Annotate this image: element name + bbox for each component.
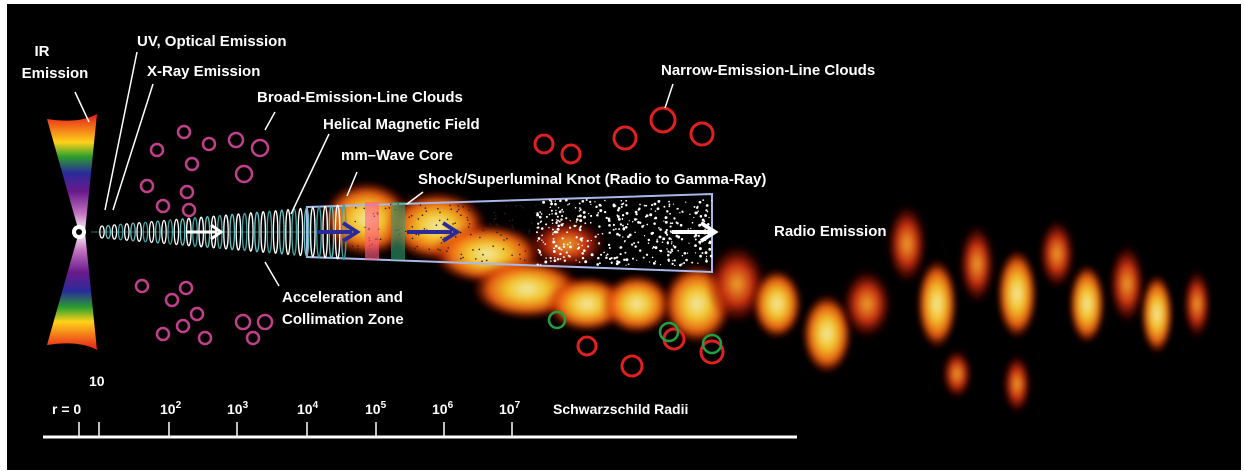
power-label-2: 102 — [160, 400, 182, 417]
accretion-torus — [47, 114, 97, 350]
broad-line-label: Broad-Emission-Line Clouds — [257, 89, 463, 106]
r-zero-label: r = 0 — [52, 401, 81, 417]
power-label-5: 105 — [365, 400, 387, 417]
accel-label-2: Collimation Zone — [282, 311, 404, 328]
radio-emission-map — [322, 181, 1211, 414]
radius-scale: r = 0 10 102 103 104 105 106 107 Schwarzschil… — [43, 373, 797, 439]
jet-cylinder — [306, 192, 713, 274]
ten-label: 10 — [89, 373, 105, 389]
power-label-4: 104 — [297, 400, 319, 417]
shock-label: Shock/Superluminal Knot (Radio to Gamma-… — [418, 171, 766, 188]
mm-core-label: mm–Wave Core — [341, 147, 453, 164]
power-label-3: 103 — [227, 400, 249, 417]
emission-line-clouds — [134, 106, 725, 378]
narrow-line-label: Narrow-Emission-Line Clouds — [661, 62, 875, 79]
power-label-7: 107 — [499, 400, 521, 417]
helical-label: Helical Magnetic Field — [323, 116, 480, 133]
radio-label: Radio Emission — [774, 223, 887, 240]
xray-label: X-Ray Emission — [147, 63, 260, 80]
unit-label: Schwarzschild Radii — [553, 401, 688, 417]
leader-lines — [74, 51, 674, 287]
flow-arrows — [187, 221, 719, 243]
ir-label-2: Emission — [22, 65, 89, 82]
uv-optical-label: UV, Optical Emission — [137, 33, 287, 50]
ir-label-1: IR — [35, 43, 50, 60]
agn-jet-diagram: IR Emission UV, Optical Emission X-Ray E… — [7, 4, 1241, 470]
power-label-6: 106 — [432, 400, 454, 417]
accel-label-1: Acceleration and — [282, 289, 403, 306]
